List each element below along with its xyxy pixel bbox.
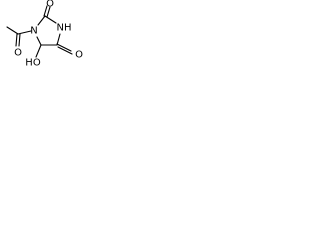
atom-label-c2-oxygen: O (46, 0, 54, 10)
structure-canvas: N NH O O O HO (0, 0, 90, 84)
bond-c4-o-b (57, 46, 73, 55)
bond-n1-c2 (37, 15, 46, 26)
bond-c2-o-b (46, 6, 51, 18)
bond-c5-n1 (36, 36, 42, 46)
atom-label-nh: NH (57, 23, 72, 34)
bond-acetyl-co-b (18, 33, 21, 47)
bond-c4-o-a (56, 43, 72, 52)
bond-c2-o-a (43, 5, 48, 17)
atom-label-c4-oxygen: O (75, 50, 83, 61)
atom-label-hydroxyl: HO (25, 58, 41, 69)
bond-n3-c4 (56, 33, 61, 46)
atom-label-acetyl-oxygen: O (14, 48, 22, 59)
molecule-drawing: N NH O O O HO (6, 0, 83, 69)
bond-c5-oh (35, 44, 42, 58)
bond-methyl-carbonyl (6, 26, 19, 35)
bond-acetyl-co-a (15, 33, 18, 47)
atom-label-n1: N (30, 26, 37, 37)
